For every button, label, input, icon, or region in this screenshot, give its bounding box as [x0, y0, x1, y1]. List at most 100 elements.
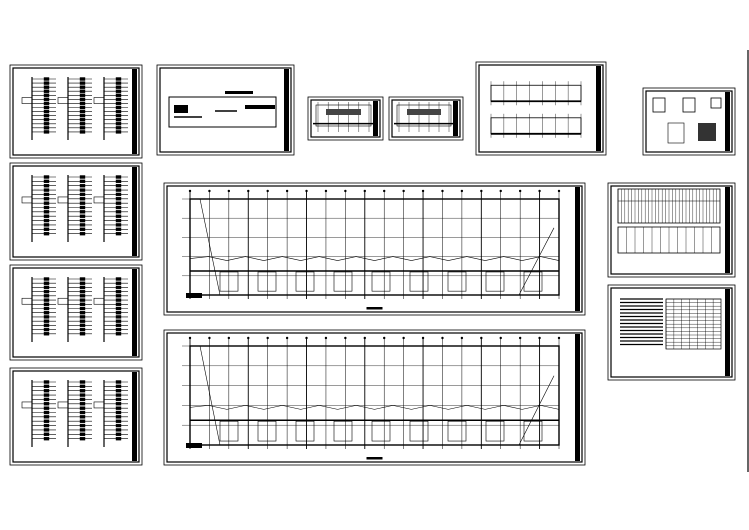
- plan-title: [366, 457, 383, 460]
- title-block: [596, 66, 601, 151]
- grid-axis-marker: [208, 336, 211, 340]
- cad-rect: [79, 415, 86, 419]
- title-block: [132, 167, 137, 256]
- cad-rect: [79, 223, 86, 227]
- floor-plan-1[interactable]: [163, 182, 586, 316]
- cad-rect: [219, 271, 239, 292]
- cad-rect: [79, 192, 86, 197]
- cad-rect: [43, 432, 50, 436]
- cad-rect: [115, 192, 122, 197]
- cad-rect: [43, 384, 50, 389]
- cad-rect: [79, 231, 86, 236]
- cad-rect: [115, 214, 122, 218]
- cad-rect: [396, 104, 452, 127]
- cad-rect: [115, 384, 122, 389]
- cad-rect: [115, 130, 122, 134]
- contour-line: [189, 405, 560, 410]
- grid-axis-marker: [208, 189, 211, 193]
- cad-rect: [115, 223, 122, 227]
- cad-rect: [257, 420, 277, 442]
- cad-rect: [43, 192, 50, 197]
- cad-rect: [43, 302, 50, 306]
- cad-rect: [43, 298, 50, 302]
- cad-rect: [115, 126, 122, 130]
- cad-rect: [79, 277, 86, 281]
- cad-rect: [57, 297, 69, 305]
- grid-axis-marker: [383, 189, 386, 193]
- cad-rect: [115, 289, 122, 294]
- cad-rect: [93, 401, 105, 409]
- cad-rect: [43, 201, 50, 205]
- cad-rect: [79, 175, 86, 179]
- grid-axis-marker: [460, 336, 464, 340]
- cad-rect: [295, 420, 315, 442]
- schematic-2[interactable]: [9, 162, 143, 261]
- cad-rect: [93, 97, 105, 104]
- title-block: [373, 101, 378, 136]
- cad-rect: [79, 298, 86, 302]
- cad-rect: [43, 109, 50, 114]
- table-sheet-1[interactable]: [607, 182, 736, 278]
- cad-rect: [43, 323, 50, 328]
- cad-rect: [43, 419, 50, 423]
- cad-rect: [79, 179, 86, 184]
- cad-rect: [79, 432, 86, 436]
- cad-rect: [79, 122, 86, 126]
- cad-rect: [115, 397, 122, 402]
- hatch-detail: [698, 123, 716, 141]
- cad-rect: [9, 162, 143, 261]
- cad-rect: [43, 402, 50, 406]
- cad-line: [199, 345, 221, 446]
- title-block: [132, 69, 137, 154]
- cad-rect: [43, 89, 50, 93]
- cad-rect: [159, 67, 292, 153]
- detail-plan-2[interactable]: [388, 96, 464, 141]
- schematic-1[interactable]: [9, 64, 143, 159]
- grid-axis-marker: [383, 336, 386, 340]
- table-sheet-2[interactable]: [607, 284, 736, 381]
- cad-rect: [43, 410, 50, 415]
- cad-rect: [115, 380, 122, 384]
- cad-rect: [315, 104, 372, 127]
- cad-rect: [115, 327, 122, 332]
- floor-plan-2[interactable]: [163, 329, 586, 466]
- grid-axis-marker: [305, 336, 308, 340]
- schematic-3[interactable]: [9, 264, 143, 361]
- cad-rect: [79, 311, 86, 315]
- elevation-sheet[interactable]: [475, 61, 607, 156]
- cad-rect: [682, 97, 696, 113]
- cad-rect: [115, 389, 122, 393]
- cad-rect: [115, 298, 122, 302]
- plan-title: [366, 307, 383, 310]
- grid-axis-marker: [499, 336, 502, 340]
- cad-rect: [115, 436, 122, 441]
- cad-rect: [43, 306, 50, 311]
- cad-rect: [115, 93, 122, 97]
- cad-rect: [447, 420, 467, 442]
- detail-sheet[interactable]: [642, 87, 736, 156]
- cad-rect: [115, 85, 122, 89]
- grid-axis-marker: [305, 189, 308, 193]
- cad-rect: [447, 271, 467, 292]
- grid-axis-marker: [538, 189, 541, 193]
- cad-rect: [43, 389, 50, 393]
- cad-rect: [115, 89, 122, 93]
- grid-axis-marker: [402, 189, 405, 193]
- cad-rect: [12, 165, 140, 258]
- cad-rect: [115, 323, 122, 328]
- notes-sheet[interactable]: [156, 64, 295, 156]
- cad-rect: [79, 302, 86, 306]
- schematic-4[interactable]: [9, 367, 143, 466]
- grid-axis-marker: [188, 336, 192, 340]
- grid-axis-marker: [441, 189, 444, 193]
- cad-rect: [523, 271, 543, 292]
- grid-axis-marker: [557, 336, 561, 340]
- cad-rect: [43, 285, 50, 290]
- cad-rect: [163, 329, 586, 466]
- cad-rect: [43, 436, 50, 441]
- cad-rect: [43, 397, 50, 402]
- cad-rect: [21, 297, 33, 305]
- cad-rect: [79, 323, 86, 328]
- detail-plan-1[interactable]: [307, 96, 384, 141]
- cad-rect: [9, 264, 143, 361]
